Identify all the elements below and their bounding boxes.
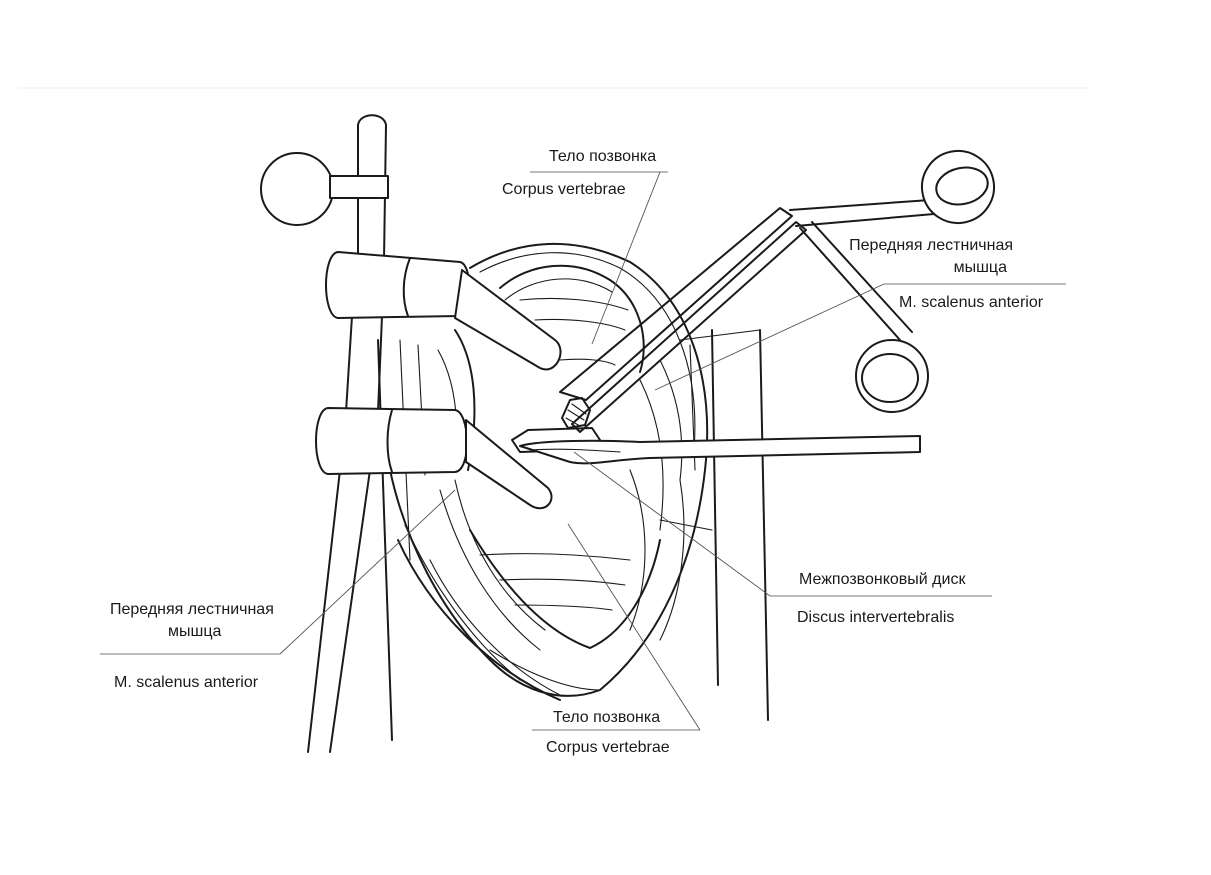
retractor-ball [260,152,334,226]
upper-vertebra-line-3 [559,358,616,366]
forceps-jaw-2 [571,221,807,433]
upper-vertebra-line-2 [534,318,626,331]
upper-vertebra-outline-2 [504,278,613,301]
labels: Тело позвонка Corpus vertebrae Передняя … [110,148,1044,756]
left-muscle-lower-2 [397,539,561,701]
label-right-muscle-lat: M. scalenus anterior [899,294,1044,311]
label-right-muscle-ru-1: Передняя лестничная [849,237,1013,254]
label-bottom-vertebra-lat: Corpus vertebrae [546,739,670,756]
label-disc-ru: Межпозвонковый диск [799,571,966,588]
label-left-muscle-ru-2: мышца [168,623,222,640]
forceps-handle-lower [799,221,913,341]
label-top-vertebra-lat: Corpus vertebrae [502,181,626,198]
leader-top-vertebra [591,171,661,345]
left-muscle-lower-3 [439,489,541,651]
lower-vertebra-line-4 [489,649,601,691]
right-muscle-fiber-6 [659,519,713,531]
label-right-muscle-ru-2: мышца [954,259,1008,276]
retractor-blade-lower [465,419,553,510]
right-muscle-outer [759,329,769,721]
leader-left-muscle [279,489,456,655]
label-disc-lat: Discus intervertebralis [797,609,954,626]
label-top-vertebra-ru: Тело позвонка [549,148,656,165]
retractor-ball-neck [329,175,389,199]
label-bottom-vertebra-ru: Тело позвонка [553,709,660,726]
upper-vertebra-outline [499,264,645,373]
retractor-clamp-upper-div [402,257,411,317]
forceps-jaw-1 [559,207,793,401]
lower-vertebra-line-1 [479,553,631,561]
retractor-rod-top [357,114,387,126]
right-muscle-fiber-5 [659,479,685,641]
leader-bottom-vertebra [567,523,701,731]
forceps [559,150,995,433]
retractor-clamp-upper [325,251,471,319]
forceps-handle-upper [789,199,935,227]
left-muscle-lower-1 [404,524,521,681]
lower-vertebra-line-3 [514,604,613,611]
elevator-instrument [519,435,921,465]
leader-lines [100,171,1066,731]
retractor [260,114,562,753]
lower-vertebra-line-2 [499,578,626,586]
upper-vertebra-line-1 [519,297,629,311]
disc-fragment [561,397,591,429]
lower-vertebra-outline [469,529,661,649]
leader-right-muscle [654,283,885,391]
leader-disc [573,451,771,597]
forceps-ring-upper-inner [935,166,989,206]
right-muscle-fiber-4 [629,469,646,631]
retractor-clamp-lower [315,407,468,475]
label-left-muscle-lat: M. scalenus anterior [114,674,259,691]
right-muscle-inner [711,329,719,686]
right-muscle-fiber-2 [659,359,683,481]
retractor-clamp-lower-div [386,409,393,473]
label-left-muscle-ru-1: Передняя лестничная [110,601,274,618]
forceps-ring-lower-inner [861,353,919,403]
disc-fragment-detail-1 [567,409,585,421]
retractor-blade-upper [454,269,562,371]
lower-vertebra-line-5 [429,559,561,696]
surgical-field [377,243,769,741]
right-muscle-top [679,329,761,341]
elevator-shaft [519,435,921,465]
elevator-tip-line [529,448,621,453]
left-muscle-outer [377,339,393,741]
left-muscle-lower-4 [454,479,546,631]
